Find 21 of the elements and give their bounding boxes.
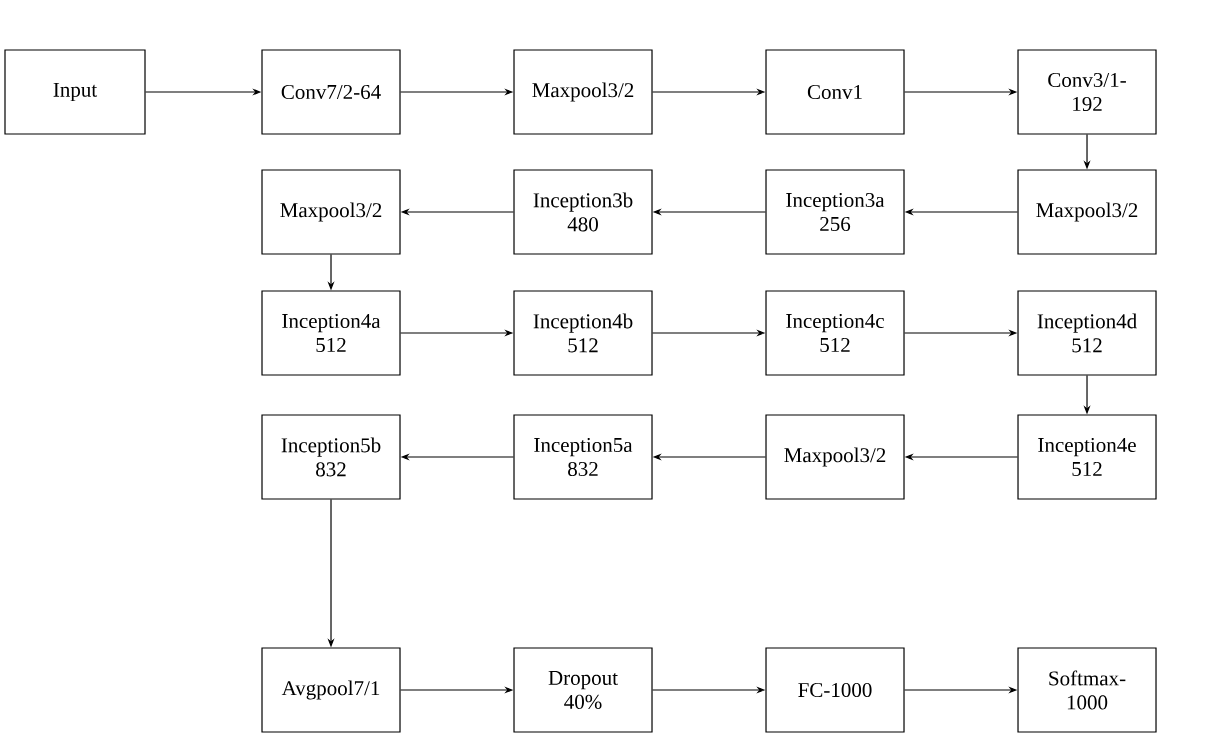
process-box: Conv7/2-64 — [261, 49, 401, 135]
process-box: Inception4c 512 — [765, 290, 905, 376]
process-box: Avgpool7/1 — [261, 647, 401, 733]
process-box: Inception4b 512 — [513, 290, 653, 376]
process-box: Conv1 — [765, 49, 905, 135]
process-box: Input — [4, 49, 146, 135]
process-box: Softmax-1000 — [1017, 647, 1157, 733]
process-box: Inception3b 480 — [513, 169, 653, 255]
process-box: Inception4e 512 — [1017, 414, 1157, 500]
process-box: Inception3a 256 — [765, 169, 905, 255]
process-box: Dropout 40% — [513, 647, 653, 733]
process-box: Inception5b 832 — [261, 414, 401, 500]
process-box: Maxpool3/2 — [1017, 169, 1157, 255]
process-box: Maxpool3/2 — [513, 49, 653, 135]
process-box: Inception5a 832 — [513, 414, 653, 500]
process-box: Maxpool3/2 — [261, 169, 401, 255]
process-box: Inception4a 512 — [261, 290, 401, 376]
process-box: Maxpool3/2 — [765, 414, 905, 500]
process-box: FC-1000 — [765, 647, 905, 733]
process-box: Inception4d 512 — [1017, 290, 1157, 376]
process-box: Conv3/1-192 — [1017, 49, 1157, 135]
